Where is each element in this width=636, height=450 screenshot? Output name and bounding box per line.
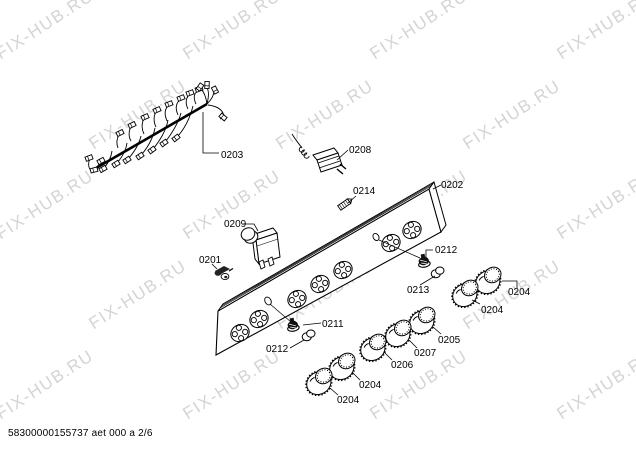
selector-switch (240, 227, 281, 270)
part-label-0204-d: 0204 (337, 395, 360, 406)
part-label-0204-a: 0204 (508, 287, 531, 298)
part-label-0204-c: 0204 (359, 380, 382, 391)
small-hole (372, 232, 380, 242)
part-label-0209: 0209 (224, 219, 247, 230)
part-label-0213: 0213 (407, 285, 430, 296)
part-label-0201: 0201 (199, 255, 222, 266)
leader-lines (202, 112, 518, 396)
part-label-0204-b: 0204 (481, 305, 504, 316)
part-label-0212-right: 0212 (435, 245, 458, 256)
part-label-0206: 0206 (391, 360, 414, 371)
part-label-0212-left: 0212 (266, 344, 289, 355)
wiring-harness (84, 80, 228, 174)
micro-switch (214, 266, 234, 281)
part-label-0202: 0202 (441, 180, 464, 191)
part-label-0214: 0214 (353, 186, 376, 197)
part-label-0211: 0211 (322, 319, 344, 330)
small-hole (264, 296, 272, 306)
part-label-0203: 0203 (221, 150, 244, 161)
control-panel (215, 180, 447, 356)
fixing-screw (337, 198, 353, 211)
switch-cap-left (301, 329, 316, 342)
part-label-0207: 0207 (414, 348, 437, 359)
part-label-0208: 0208 (349, 145, 372, 156)
doc-number: 58300000155737 aet 000 a 2/6 (8, 428, 153, 439)
part-label-0205: 0205 (438, 335, 461, 346)
mounting-lines (269, 239, 421, 323)
switch-cap-right (430, 266, 445, 279)
ignition-switch-right (416, 252, 432, 269)
ignition-transformer (291, 133, 347, 175)
